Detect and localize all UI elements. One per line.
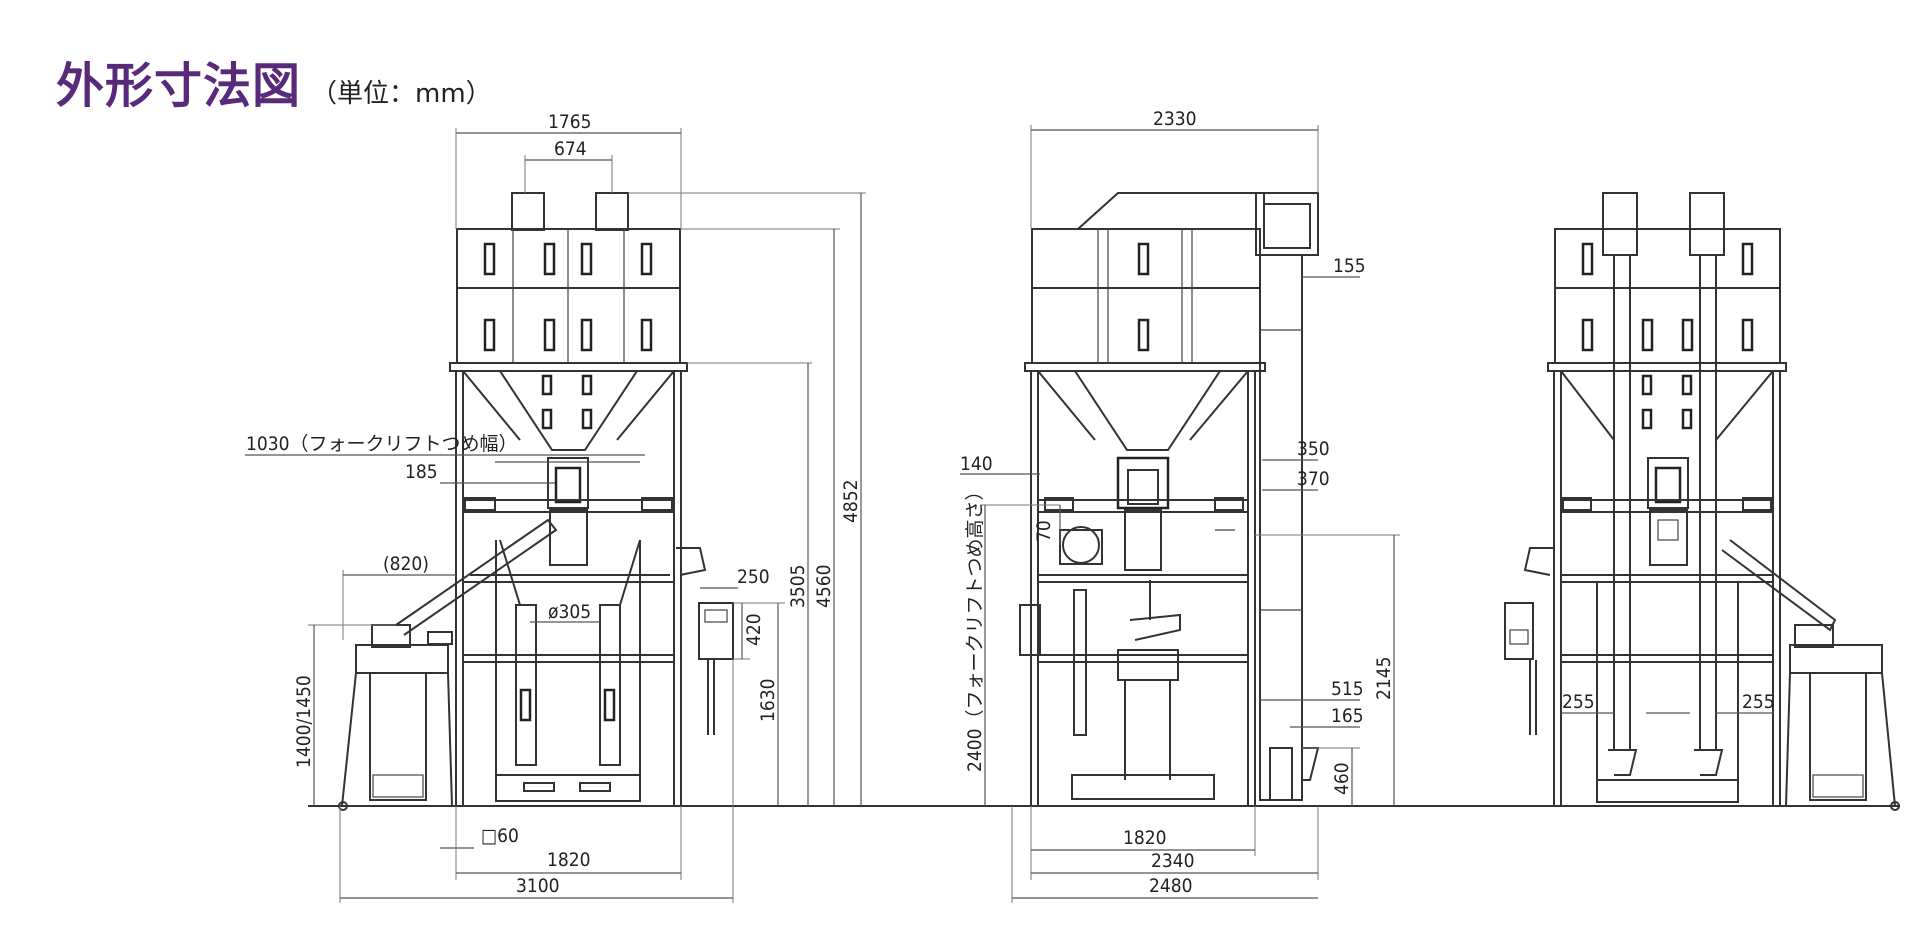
dim-420: 420 [743, 613, 765, 646]
dim-515: 515 [1331, 678, 1364, 700]
dim-820: (820) [383, 553, 429, 575]
side-view [1019, 192, 1320, 806]
dim-460: 460 [1331, 762, 1353, 795]
dim-1820-side: 1820 [1123, 827, 1167, 849]
dim-1765: 1765 [548, 111, 592, 133]
dim-155: 155 [1333, 255, 1366, 277]
dim-3100: 3100 [516, 875, 560, 897]
title-main: 外形寸法図 [56, 58, 302, 114]
front-dimension-lines [245, 128, 866, 903]
dim-1030-forklift-width: 1030（フォークリフトつめ幅） [246, 433, 518, 455]
dim-2145: 2145 [1373, 657, 1395, 701]
drawing-title: 外形寸法図 （単位：mm） [56, 46, 492, 116]
dim-250: 250 [737, 566, 770, 588]
dim-pipe-diameter: ø305 [548, 601, 591, 623]
rear-view [1504, 192, 1900, 811]
dim-140: 140 [960, 453, 993, 475]
dim-2480: 2480 [1149, 875, 1193, 897]
side-dimension-lines [960, 125, 1400, 903]
dim-1820-front: 1820 [547, 849, 591, 871]
title-unit: （単位：mm） [311, 79, 492, 109]
dim-1630: 1630 [757, 679, 779, 723]
dim-165: 165 [1331, 705, 1364, 727]
dim-3505: 3505 [787, 565, 809, 609]
dim-4852: 4852 [840, 480, 862, 524]
dim-4560: 4560 [813, 565, 835, 609]
dim-2340: 2340 [1151, 850, 1195, 872]
dim-2330: 2330 [1153, 108, 1197, 130]
dim-1400-1450: 1400/1450 [293, 675, 315, 768]
dim-350: 350 [1297, 438, 1330, 460]
dim-70: 70 [1033, 520, 1055, 542]
dim-185: 185 [405, 461, 438, 483]
dim-674: 674 [554, 138, 587, 160]
dim-370: 370 [1297, 468, 1330, 490]
front-view [338, 192, 734, 811]
dim-255-right: 255 [1742, 691, 1775, 713]
dim-post-60: □60 [481, 825, 519, 847]
dim-2400-forklift-height: 2400（フォークリフトつめ高さ） [964, 482, 986, 773]
dim-255-left: 255 [1562, 691, 1595, 713]
